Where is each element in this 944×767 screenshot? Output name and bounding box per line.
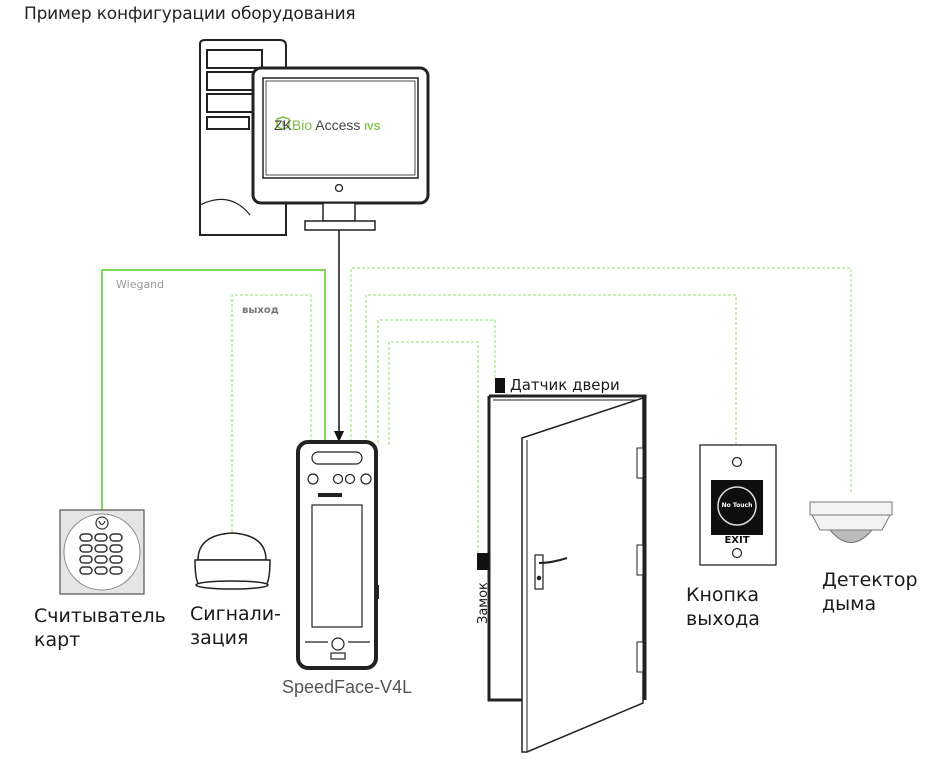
keypad-key — [109, 544, 123, 553]
keypad-key — [79, 566, 93, 575]
smoke-detector-icon — [809, 501, 893, 543]
keypad-key — [79, 544, 93, 553]
monitor-icon — [251, 66, 430, 231]
smoke-detector-label: Детектор дыма — [822, 569, 918, 615]
exit-button-label: Кнопка выхода — [686, 584, 760, 630]
lock-label: Замок — [476, 582, 491, 624]
lock-icon — [477, 553, 489, 570]
keypad-key — [109, 555, 123, 564]
shield-icon — [276, 116, 290, 130]
wiegand-label: Wiegand — [116, 278, 165, 291]
software-brand: ZKBio Access IVS — [274, 117, 381, 133]
no-touch-text: No Touch — [721, 502, 753, 509]
alarm-label: Сигнали- зация — [190, 603, 282, 649]
card-reader-icon — [59, 509, 145, 595]
output-label: выход — [242, 305, 279, 316]
door-sensor-wire — [377, 319, 496, 445]
door-icon — [487, 394, 647, 753]
page-title: Пример конфигурации оборудования — [24, 4, 356, 24]
keypad-key — [79, 533, 93, 542]
door-sensor-label: Датчик двери — [510, 376, 620, 394]
keypad-key — [94, 566, 108, 575]
lock-wire — [388, 341, 479, 553]
arrow-down-icon — [334, 431, 344, 442]
alarm-wire — [231, 294, 312, 532]
exit-button-icon — [699, 444, 777, 566]
keypad-key — [109, 566, 123, 575]
keypad-key — [94, 533, 108, 542]
alarm-siren-icon — [194, 532, 271, 590]
exit-caption: EXIT — [724, 535, 750, 546]
wires — [101, 230, 852, 553]
door-sensor-icon — [495, 378, 505, 393]
terminal-name: SpeedFace-V4L — [282, 677, 413, 697]
keypad-key — [94, 555, 108, 564]
keypad-key — [94, 544, 108, 553]
wiegand-wire — [101, 269, 326, 517]
keypad-key — [79, 555, 93, 564]
speedface-terminal-icon — [296, 440, 379, 670]
smoke-detector-wire — [350, 267, 852, 492]
card-reader-label: Считыватель карт — [34, 605, 166, 651]
keypad-key — [109, 533, 123, 542]
exit-button-wire — [365, 294, 737, 445]
